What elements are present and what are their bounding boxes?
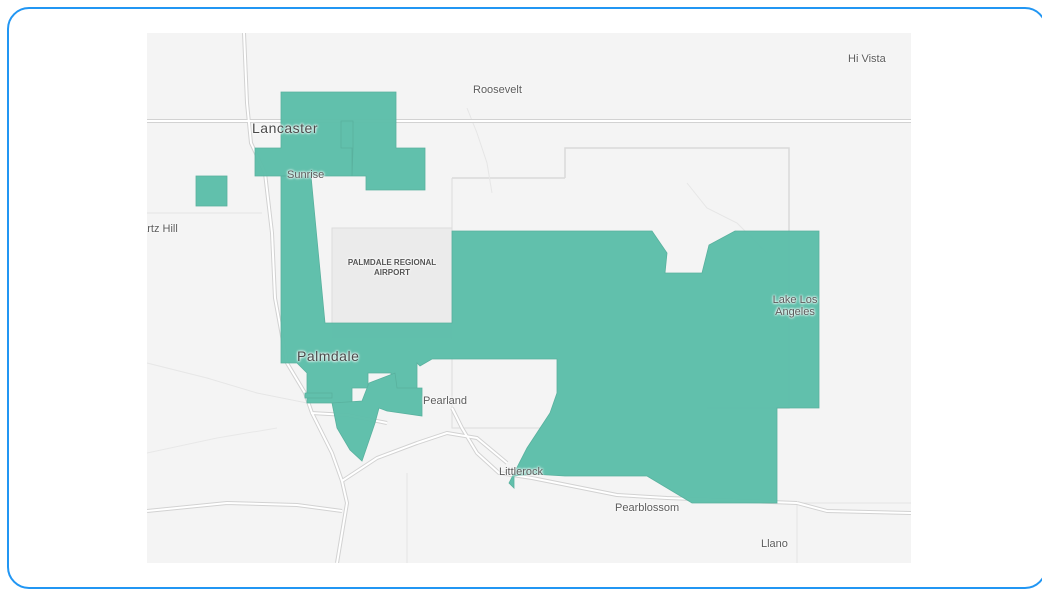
airport-area <box>331 227 453 339</box>
service-area-main <box>280 175 820 504</box>
label-lake-los-angeles: Lake Los Angeles <box>772 294 818 318</box>
label-hi-vista: Hi Vista <box>848 53 886 65</box>
terrain-line <box>147 362 308 404</box>
service-area-north <box>254 91 426 191</box>
label-lancaster: Lancaster <box>252 120 318 136</box>
basemap-and-service-area <box>147 33 911 563</box>
label-quartz-hill: uartz Hill <box>147 223 178 235</box>
label-llano: Llano <box>761 538 788 550</box>
terrain-line <box>147 427 278 454</box>
label-roosevelt: Roosevelt <box>473 84 522 96</box>
service-area-south-arm <box>331 372 423 462</box>
label-pearblossom: Pearblossom <box>615 502 680 514</box>
map-frame <box>7 7 1042 589</box>
map-view[interactable]: Hi Vista Roosevelt Lancaster Sunrise uar… <box>147 33 911 563</box>
service-area <box>195 91 820 504</box>
label-palmdale-regional-airport: PALMDALE REGIONAL AIRPORT <box>347 258 437 277</box>
label-palmdale: Palmdale <box>297 348 360 364</box>
label-sunrise: Sunrise <box>287 169 325 181</box>
service-area-block <box>195 175 228 207</box>
label-littlerock: Littlerock <box>499 466 544 478</box>
label-pearland: Pearland <box>423 395 468 407</box>
service-area-palmdale-south <box>304 392 333 399</box>
